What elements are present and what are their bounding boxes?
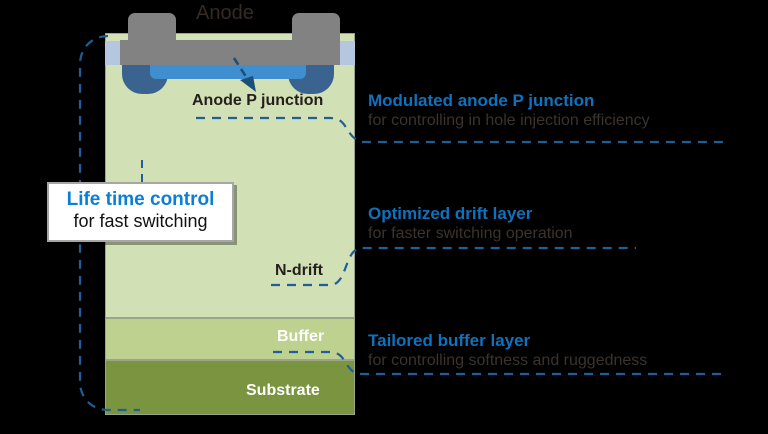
callout-heading: Life time control <box>66 189 215 210</box>
anode-title: Anode <box>196 2 254 24</box>
lifetime-control-callout: Life time control for fast switching <box>47 182 234 243</box>
annotation-modulated-anode-p-junction: Modulated anode P junction for controlli… <box>368 90 650 132</box>
annotation-subtitle: for controlling softness and ruggedness <box>368 352 648 370</box>
anode-metal-shoulder-left <box>128 13 176 43</box>
label-buffer: Buffer <box>277 328 325 345</box>
annotation-heading: Modulated anode P junction <box>368 91 595 110</box>
annotation-subtitle: for controlling in hole injection effici… <box>368 112 650 130</box>
anode-metal-shoulder-right <box>292 13 340 43</box>
annotation-heading: Tailored buffer layer <box>368 331 531 350</box>
annotation-heading: Optimized drift layer <box>368 204 533 223</box>
annotation-subtitle: for faster switching operation <box>368 225 573 243</box>
anode-metal-bar <box>120 40 340 65</box>
annotation-tailored-buffer-layer: Tailored buffer layer for controlling so… <box>368 330 647 372</box>
anode-p-junction-region <box>150 64 306 79</box>
annotation-optimized-drift-layer: Optimized drift layer for faster switchi… <box>368 203 573 245</box>
label-substrate: Substrate <box>246 382 320 399</box>
label-anode-p-junction: Anode P junction <box>192 92 324 109</box>
label-n-drift: N-drift <box>275 262 323 279</box>
callout-subtitle: for fast switching <box>73 210 208 231</box>
